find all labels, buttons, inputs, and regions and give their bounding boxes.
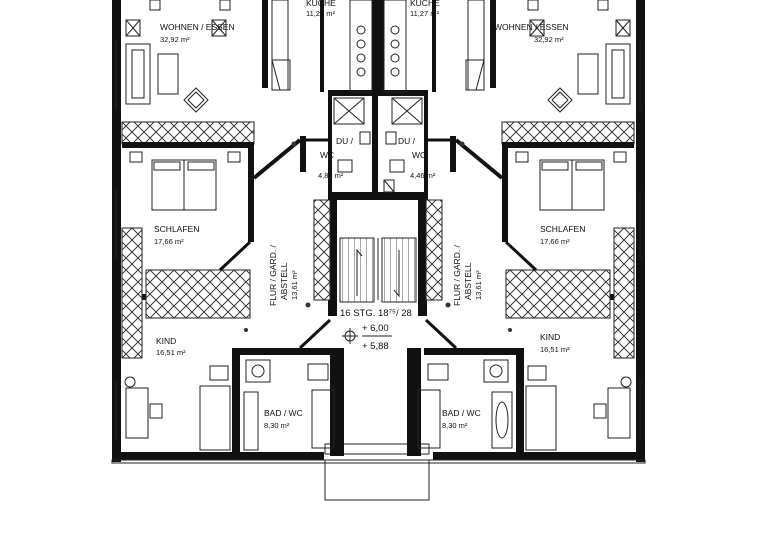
right-hall-area: 13,61 m²: [474, 270, 483, 300]
right-living-name: WOHNEN / ESSEN: [494, 22, 569, 32]
right-living-area: 32,92 m²: [534, 35, 564, 44]
door-markers: [244, 141, 512, 332]
left-kitchen-area: 11,27 m²: [306, 9, 336, 18]
stair-steps-label: 16 STG. 18⁷⁵/ 28: [340, 308, 412, 319]
staircase: [339, 237, 417, 344]
outer-walls: [111, 0, 646, 501]
stair-labels: 16 STG. 18⁷⁵/ 28 + 6,00 + 5,88: [340, 308, 412, 352]
left-kitchen-name: KÜCHE: [306, 0, 336, 8]
right-bedroom-name: SCHLAFEN: [540, 224, 585, 234]
left-bedroom-name: SCHLAFEN: [154, 224, 199, 234]
stair-level-lower: + 5,88: [362, 341, 389, 352]
right-unit-labels: WOHNEN / ESSEN 32,92 m² KÜCHE 11,27 m² D…: [398, 0, 585, 430]
left-child-name: KIND: [156, 336, 176, 346]
left-child-area: 16,51 m²: [156, 348, 186, 357]
right-bath-area: 8,30 m²: [442, 421, 468, 430]
left-living-area: 32,92 m²: [160, 35, 190, 44]
left-shower-name-2: WC: [320, 150, 334, 160]
right-bedroom-area: 17,66 m²: [540, 237, 570, 246]
right-unit-walls: [424, 96, 635, 456]
central-walls: [262, 0, 496, 456]
left-hall-name-2: ABSTELL: [279, 262, 289, 300]
stair-level-upper: + 6,00: [362, 323, 389, 334]
right-kitchen-area: 11,27 m²: [410, 9, 440, 18]
right-shower-area: 4,46 m²: [410, 171, 436, 180]
right-child-area: 16,51 m²: [540, 345, 570, 354]
left-bedroom-area: 17,66 m²: [154, 237, 184, 246]
left-shower-area: 4,82 m²: [318, 171, 344, 180]
left-unit-labels: WOHNEN / ESSEN 32,92 m² KÜCHE 11,27 m² D…: [154, 0, 354, 430]
right-bath-name: BAD / WC: [442, 408, 481, 418]
right-hall-name-1: FLUR / GARD. /: [452, 244, 462, 306]
right-shower-name-2: WC: [412, 150, 426, 160]
right-furniture: [383, 0, 632, 451]
right-child-name: KIND: [540, 332, 560, 342]
right-shower-name-1: DU /: [398, 136, 416, 146]
left-living-name: WOHNEN / ESSEN: [160, 22, 235, 32]
right-kitchen-name: KÜCHE: [410, 0, 440, 8]
right-hall-name-2: ABSTELL: [463, 262, 473, 300]
left-hall-name-1: FLUR / GARD. /: [268, 244, 278, 306]
left-shower-name-1: DU /: [336, 136, 354, 146]
left-bath-area: 8,30 m²: [264, 421, 290, 430]
left-bath-name: BAD / WC: [264, 408, 303, 418]
left-unit-walls: [121, 96, 332, 456]
left-furniture: [124, 0, 373, 451]
left-hall-area: 13,61 m²: [290, 270, 299, 300]
